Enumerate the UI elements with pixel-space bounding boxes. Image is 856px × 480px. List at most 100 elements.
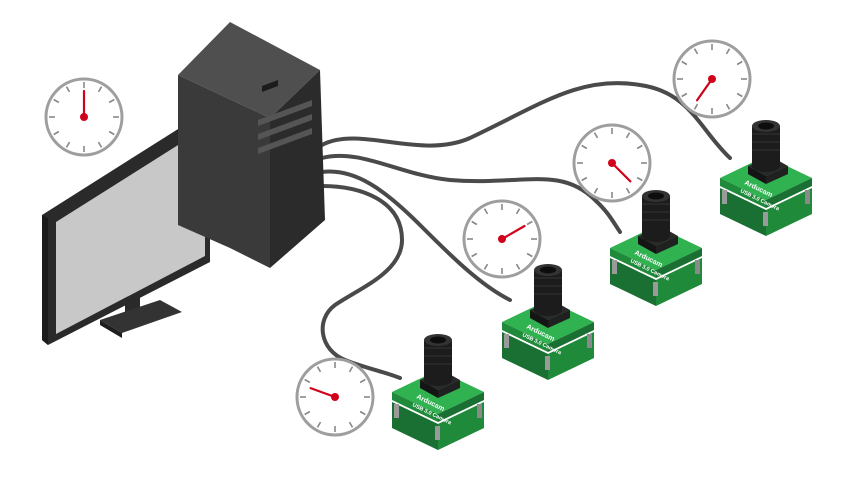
clock-tick [693,103,699,110]
clock-hand [610,161,632,183]
clock-tick [526,252,533,258]
camera-1-clock: clock-icon [295,357,375,437]
standoff [394,404,399,418]
drive-bay [258,128,312,154]
lens-barrel [424,340,452,380]
standoff [722,190,727,204]
tower-top [178,22,320,118]
clock-tick [581,144,588,150]
camera-4: usb-camera-board-iconArducamUSB 3.0 Came… [720,120,812,236]
clock-tick [636,176,643,182]
clock-tick [359,378,366,384]
clock-hub [80,113,88,121]
clock-tick [348,366,354,373]
camera-2-clock: clock-icon [462,199,542,279]
clock-tick [483,263,489,270]
clock-tick [53,98,60,104]
clock-tick [471,252,478,258]
clock-tick [681,60,688,66]
monitor-base [100,300,182,333]
standoff [504,334,509,348]
monitor: monitor-icon [42,112,210,345]
drive-bay [258,100,312,126]
standoff [612,260,617,274]
clock-tick [515,263,521,270]
monitor-screen [56,128,205,334]
pcb-side-right [766,188,812,236]
lens-barrel [752,126,780,166]
cable-camera-2 [320,169,512,302]
clock-tick [736,60,743,66]
lens-barrel [534,270,562,310]
standoff [545,356,550,370]
lens-barrel [642,196,670,236]
standoff [587,334,592,348]
clock-hub [708,75,716,83]
clocks-group: clock-iconclock-iconclock-iconclock-icon… [44,39,752,437]
cable-camera-4 [320,81,732,160]
clock-tick [316,421,322,428]
clock-hub [498,235,506,243]
clock-tick [515,208,521,215]
drive-bay [258,114,312,140]
pcb-side-right [656,258,702,306]
clock-tick [97,141,103,148]
clock-tick [316,366,322,373]
camera-1: usb-camera-board-iconArducamUSB 3.0 Came… [392,334,484,450]
clock-tick [593,132,599,139]
cable-camera-3 [320,153,622,234]
pcb-side-left [502,332,548,380]
clock-tick [97,86,103,93]
clock-hub [608,159,616,167]
host-clock: clock-icon [44,77,124,157]
standoff [695,260,700,274]
pcb-side-right [548,332,594,380]
pcb-side-left [610,258,656,306]
standoff [763,212,768,226]
clock-hand [695,77,714,102]
clock-tick [625,132,631,139]
clock-tick [53,130,60,136]
clock-tick [359,410,366,416]
standoff [435,426,440,440]
standoff [805,190,810,204]
standoff [477,404,482,418]
clock-tick [304,378,311,384]
pcb-side-right [438,402,484,450]
clock-tick [65,86,71,93]
clock-tick [693,48,699,55]
clock-tick [348,421,354,428]
clock-tick [736,92,743,98]
clock-tick [636,144,643,150]
cable-camera-1 [320,184,405,380]
clock-tick [581,176,588,182]
clock-tick [725,48,731,55]
computer-tower: desktop-tower-icon [178,22,325,268]
cameras-group: usb-camera-board-iconArducamUSB 3.0 Came… [392,120,812,450]
clock-hand [309,387,337,399]
clock-tick [681,92,688,98]
camera-4-clock: clock-icon [672,39,752,119]
clock-tick [593,187,599,194]
pcb-side-left [392,402,438,450]
camera-2: usb-camera-board-iconArducamUSB 3.0 Came… [502,264,594,380]
clock-hand [500,224,526,241]
clock-tick [471,220,478,226]
camera-3: usb-camera-board-iconArducamUSB 3.0 Came… [610,190,702,306]
clock-hub [331,393,339,401]
power-slot [262,80,278,92]
pcb-side-left [720,188,766,236]
clock-tick [108,130,115,136]
clock-tick [65,141,71,148]
clock-tick [108,98,115,104]
standoff [653,282,658,296]
clock-tick [725,103,731,110]
clock-tick [304,410,311,416]
clock-tick [625,187,631,194]
clock-tick [526,220,533,226]
tower-front [178,75,270,268]
clock-tick [483,208,489,215]
camera-3-clock: clock-icon [572,123,652,203]
